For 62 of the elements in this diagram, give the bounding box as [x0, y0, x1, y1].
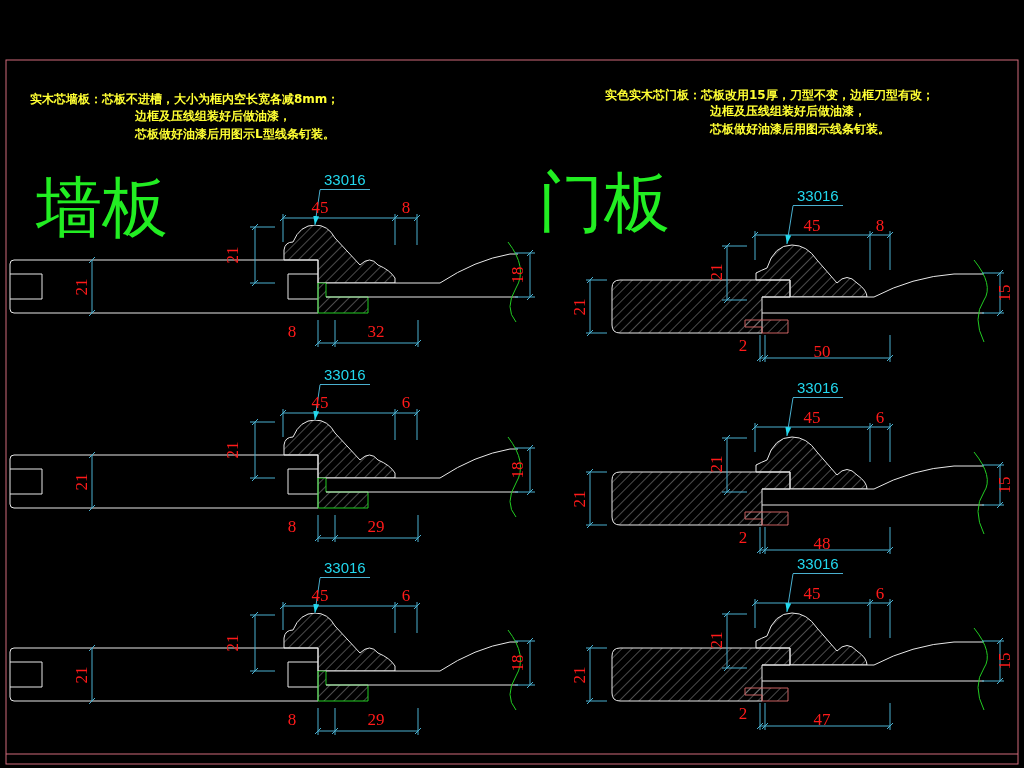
- dimension-value: 8: [401, 198, 411, 218]
- section-title: 门板: [538, 163, 670, 243]
- dimension-value: 45: [803, 584, 821, 604]
- dimension-value: 21: [570, 490, 590, 508]
- dimension-value: 18: [508, 461, 528, 479]
- note-text: 芯板做好油漆后用图示线条钉装。: [710, 121, 890, 138]
- callout-number: 33016: [793, 188, 843, 206]
- dimension-value: 21: [223, 634, 243, 652]
- leader-line: [785, 397, 794, 437]
- callout-number: 33016: [320, 367, 370, 385]
- dimension-value: 21: [72, 278, 92, 296]
- note-text: 芯板做好油漆后用图示L型线条钉装。: [135, 126, 335, 143]
- leader-line: [785, 205, 794, 245]
- dimension-value: 21: [223, 246, 243, 264]
- dimension-value: 50: [813, 342, 831, 362]
- dimension-value: 15: [995, 284, 1015, 302]
- dimension-value: 15: [995, 652, 1015, 670]
- leader-line: [785, 573, 794, 613]
- dimension-value: 8: [287, 322, 297, 342]
- dimension-value: 29: [367, 517, 385, 537]
- note-text: 边框及压线组装好后做油漆，: [710, 103, 866, 120]
- dimension-value: 6: [401, 393, 411, 413]
- dimension-value: 15: [995, 476, 1015, 494]
- callout-number: 33016: [793, 380, 843, 398]
- dimension-value: 8: [287, 710, 297, 730]
- dimension-value: 6: [875, 408, 885, 428]
- dimension-value: 6: [875, 584, 885, 604]
- dimension-value: 47: [813, 710, 831, 730]
- section-title: 墙板: [36, 168, 168, 248]
- dimension-value: 21: [570, 666, 590, 684]
- dimension-value: 2: [738, 704, 748, 724]
- dimension-value: 29: [367, 710, 385, 730]
- note-text: 实色实木芯门板：芯板改用15厚，刀型不变，边框刀型有改；: [605, 87, 934, 104]
- dimension-value: 21: [707, 631, 727, 649]
- dimension-value: 45: [311, 393, 329, 413]
- moulding-profile-drawing: [755, 436, 869, 489]
- dimension-value: 21: [72, 473, 92, 491]
- dimension-value: 45: [803, 408, 821, 428]
- dimension-value: 45: [311, 198, 329, 218]
- callout-number: 33016: [793, 556, 843, 574]
- dimension-value: 45: [803, 216, 821, 236]
- dimension-value: 18: [508, 654, 528, 672]
- dimension-value: 21: [707, 455, 727, 473]
- dimension-value: 8: [875, 216, 885, 236]
- dimension-value: 32: [367, 322, 385, 342]
- note-text: 边框及压线组装好后做油漆，: [135, 108, 291, 125]
- dimension-value: 2: [738, 336, 748, 356]
- moulding-profile-drawing: [755, 612, 869, 665]
- callout-number: 33016: [320, 172, 370, 190]
- dimension-value: 18: [508, 266, 528, 284]
- dimension-value: 21: [570, 298, 590, 316]
- dimension-value: 8: [287, 517, 297, 537]
- dimension-value: 21: [223, 441, 243, 459]
- dimension-value: 48: [813, 534, 831, 554]
- dimension-value: 21: [72, 666, 92, 684]
- dimension-value: 21: [707, 263, 727, 281]
- dimension-value: 6: [401, 586, 411, 606]
- moulding-profile-drawing: [755, 244, 869, 297]
- callout-number: 33016: [320, 560, 370, 578]
- dimension-value: 45: [311, 586, 329, 606]
- note-text: 实木芯墙板：芯板不进槽，大小为框内空长宽各减8mm；: [30, 91, 340, 108]
- dimension-value: 2: [738, 528, 748, 548]
